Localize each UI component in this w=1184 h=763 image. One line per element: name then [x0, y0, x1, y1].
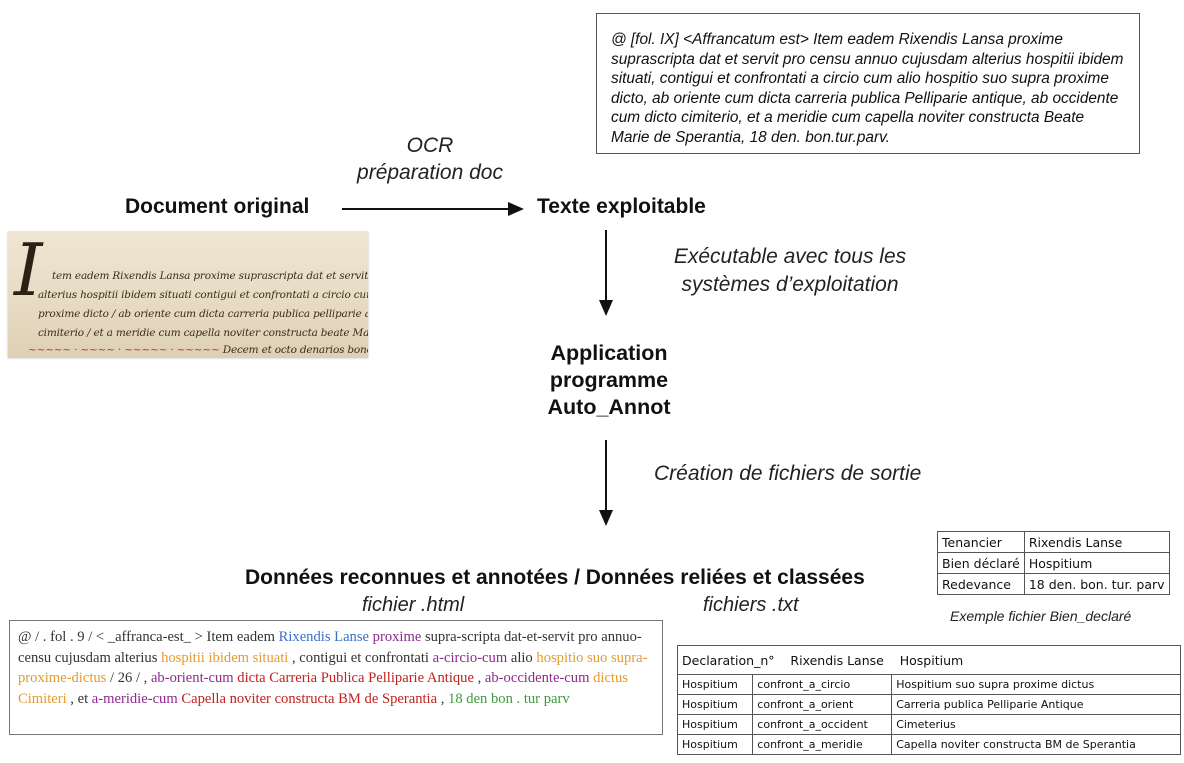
texte-exploitable-label: Texte exploitable — [537, 195, 706, 218]
table-cell: confront_a_meridie — [752, 734, 893, 755]
horizontal-arrow — [342, 202, 524, 216]
header-bien: Hospitium — [899, 652, 964, 668]
table-row: Hospitium confront_a_orient Carreria pub… — [676, 694, 1181, 715]
header-declaration: Declaration_n° — [682, 652, 775, 668]
manuscript-initial: I — [14, 232, 43, 312]
manuscript-red-line: ~~~~~ · ~~~~ · ~~~~~ · ~~~~~ — [28, 344, 220, 356]
html-tag-direction: a-meridie-cum — [91, 690, 178, 707]
html-tag-redevance: 18 den bon . tur parv — [448, 690, 570, 707]
fichier-html-label: fichier .html — [362, 594, 465, 616]
fichiers-txt-label: fichiers .txt — [703, 594, 799, 616]
table-header-row: Declaration_n° Rixendis Lanse Hospitium — [677, 645, 1181, 675]
declaration-table: Declaration_n° Rixendis Lanse Hospitium … — [676, 645, 1181, 755]
html-tag-direction: ab-occidente-cum — [484, 670, 590, 686]
table-cell: Rixendis Lanse — [1023, 531, 1170, 553]
latin-transcription-box: @ [fol. IX] <Affrancatum est> Item eadem… — [596, 13, 1140, 154]
table-row: Hospitium confront_a_circio Hospitium su… — [676, 674, 1181, 695]
table-cell: confront_a_occident — [752, 714, 893, 735]
html-tag-direction: a-circio-cum — [432, 649, 508, 666]
executable-label-line2: systèmes d’exploitation — [681, 273, 899, 296]
table-row: Tenancier Rixendis Lanse — [937, 531, 1170, 553]
html-text: , contigui et confrontati — [288, 649, 433, 666]
table-cell: Capella noviter constructa BM de Sperant… — [891, 734, 1181, 755]
html-tag-bien: hospitio suo supra-proxime-dictus — [18, 649, 648, 687]
manuscript-line: tem eadem Rixendis Lansa proxime suprasc… — [52, 270, 368, 282]
table-cell: Hospitium — [676, 714, 754, 735]
creation-label: Création de fichiers de sortie — [654, 462, 922, 485]
manuscript-line: proxime dicto / ab oriente cum dicta car… — [38, 308, 368, 320]
html-tag-bien: dictus Cimiteri — [18, 670, 628, 707]
manuscript-image: I tem eadem Rixendis Lansa proxime supra… — [8, 232, 368, 358]
table-row: Bien déclaré Hospitium — [937, 552, 1170, 574]
html-annotated-file: @ / . fol . 9 / < _affranca-est_ > Item … — [9, 620, 663, 735]
ocr-label: OCR — [406, 134, 454, 157]
auto-annot-label: Auto_Annot — [547, 395, 671, 419]
table-cell: Hospitium — [676, 674, 754, 695]
html-tag-lieu: Capella noviter constructa BM de Sperant… — [181, 690, 438, 707]
table-row: Redevance 18 den. bon. tur. parv — [937, 573, 1170, 595]
table-cell: Bien déclaré — [937, 552, 1025, 574]
html-text: , — [437, 690, 449, 707]
table-cell: confront_a_orient — [752, 694, 893, 715]
html-text: , — [473, 670, 485, 686]
table-cell: Cimeterius — [891, 714, 1181, 735]
table-header-cell: Declaration_n° Rixendis Lanse Hospitium — [677, 645, 1181, 675]
html-tag-direction: ab-orient-cum — [150, 670, 234, 686]
preparation-label: préparation doc — [357, 161, 503, 184]
html-tag-lieu: dicta Carreria Publica Pelliparie Antiqu… — [237, 670, 474, 686]
table-cell: Hospitium — [1023, 552, 1170, 574]
table-cell: confront_a_circio — [752, 674, 893, 695]
application-label: Application — [550, 341, 668, 365]
table-cell: Hospitium — [676, 694, 754, 715]
html-tag-proxime: proxime — [372, 629, 422, 645]
html-text: supra-scripta dat-et-servit pro annuo-ce… — [18, 629, 642, 666]
table-row: Hospitium confront_a_occident Cimeterius — [676, 714, 1181, 735]
table-row: Hospitium confront_a_meridie Capella nov… — [676, 734, 1181, 755]
programme-label: programme — [549, 368, 669, 392]
vertical-arrow — [599, 230, 613, 316]
html-text: / 26 / , — [106, 670, 151, 686]
manuscript-line: alterius hospitii ibidem situati contigu… — [38, 289, 368, 301]
exemple-label: Exemple fichier Bien_declaré — [950, 608, 1132, 624]
html-tag-tenancier: Rixendis Lanse — [278, 629, 369, 645]
table-cell: Redevance — [937, 573, 1025, 595]
html-text: , et — [66, 690, 92, 707]
document-original-label: Document original — [125, 195, 310, 218]
manuscript-line: cimiterio / et a meridie cum capella nov… — [38, 327, 368, 339]
html-text: alio — [510, 649, 533, 666]
bien-declare-table: Tenancier Rixendis Lanse Bien déclaré Ho… — [937, 531, 1170, 595]
html-tag-bien: hospitii ibidem situati — [161, 649, 289, 666]
manuscript-line: Decem et octo denarios bonor. turon. par… — [222, 344, 368, 356]
vertical-arrow — [599, 440, 613, 526]
donnees-title: Données reconnues et annotées / Données … — [245, 566, 865, 589]
header-tenancier: Rixendis Lanse — [790, 652, 884, 668]
table-cell: Tenancier — [937, 531, 1025, 553]
table-cell: Hospitium suo supra proxime dictus — [891, 674, 1181, 695]
table-cell: Hospitium — [676, 734, 754, 755]
html-text: @ / . fol . 9 / < _affranca-est_ > Item … — [18, 629, 279, 645]
executable-label-line1: Exécutable avec tous les — [673, 245, 907, 268]
table-cell: Carreria publica Pelliparie Antique — [891, 694, 1181, 715]
table-cell: 18 den. bon. tur. parv — [1023, 573, 1170, 595]
